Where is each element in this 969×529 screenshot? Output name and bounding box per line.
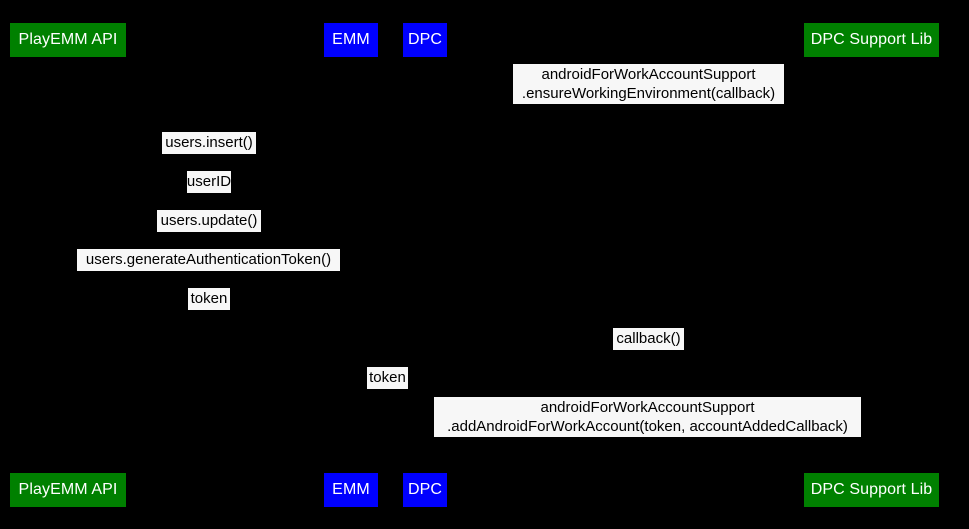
actor-bottom-dpc-support-lib[interactable]: DPC Support Lib	[804, 473, 939, 507]
actor-bottom-dpc[interactable]: DPC	[403, 473, 447, 507]
message-generate-authentication-token: users.generateAuthenticationToken()	[77, 249, 340, 271]
actor-label: PlayEMM API	[18, 481, 118, 498]
message-line-1: androidForWorkAccountSupport	[540, 398, 755, 416]
message-line-1: users.generateAuthenticationToken()	[85, 251, 332, 268]
message-line-1: token	[190, 290, 228, 307]
actor-top-dpc[interactable]: DPC	[403, 23, 447, 57]
actor-top-playemm-api[interactable]: PlayEMM API	[10, 23, 126, 57]
actor-label: DPC	[407, 31, 443, 48]
actor-top-emm[interactable]: EMM	[324, 23, 378, 57]
message-line-1: users.update()	[160, 212, 258, 229]
actor-bottom-playemm-api[interactable]: PlayEMM API	[10, 473, 126, 507]
message-line-1: userID	[186, 173, 232, 190]
actor-bottom-emm[interactable]: EMM	[324, 473, 378, 507]
message-line-1: androidForWorkAccountSupport	[541, 65, 756, 83]
actor-top-dpc-support-lib[interactable]: DPC Support Lib	[804, 23, 939, 57]
actor-label: EMM	[332, 31, 370, 48]
actor-label: DPC	[407, 481, 443, 498]
message-line-2: .ensureWorkingEnvironment(callback)	[521, 84, 776, 102]
message-token-upper: token	[188, 288, 230, 310]
message-token-lower: token	[367, 367, 408, 389]
message-line-1: callback()	[616, 330, 681, 347]
message-callback: callback()	[613, 328, 684, 350]
actor-label: DPC Support Lib	[810, 31, 933, 48]
message-ensure-working-environment: androidForWorkAccountSupport .ensureWork…	[513, 64, 784, 104]
message-users-update: users.update()	[157, 210, 261, 232]
message-line-2: .addAndroidForWorkAccount(token, account…	[447, 417, 848, 435]
message-line-1: users.insert()	[165, 134, 253, 151]
message-user-id: userID	[187, 171, 231, 193]
actor-label: DPC Support Lib	[810, 481, 933, 498]
actor-label: EMM	[332, 481, 370, 498]
actor-label: PlayEMM API	[18, 31, 118, 48]
message-line-1: token	[369, 369, 406, 386]
message-users-insert: users.insert()	[162, 132, 256, 154]
message-add-android-for-work-account: androidForWorkAccountSupport .addAndroid…	[434, 397, 861, 437]
